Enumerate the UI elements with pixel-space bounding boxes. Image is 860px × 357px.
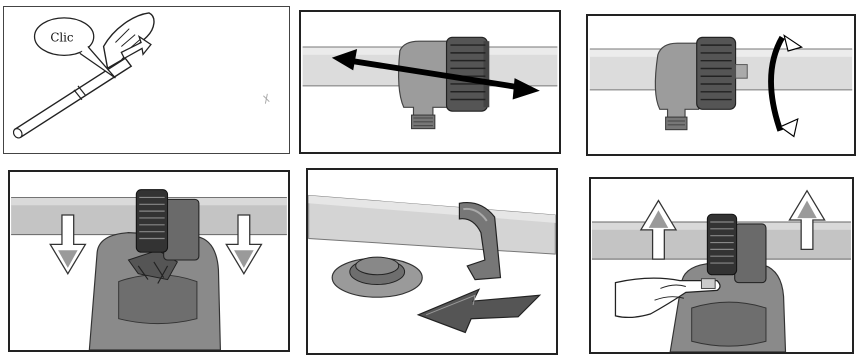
tee-fitting xyxy=(164,199,199,260)
step-1-illustration: Clic xyxy=(4,7,289,153)
pole xyxy=(12,58,131,139)
step-2-panel xyxy=(299,10,561,154)
seal-ring xyxy=(332,257,422,297)
locking-ring xyxy=(136,190,167,253)
step-6-panel xyxy=(589,177,854,354)
pipe xyxy=(309,195,556,254)
tee-fitting xyxy=(655,43,698,129)
clic-label: Clic xyxy=(50,31,74,45)
step-4-illustration xyxy=(10,172,288,350)
locking-ring xyxy=(707,214,736,275)
tee-fitting xyxy=(399,41,449,128)
step-5-illustration xyxy=(308,170,556,353)
step-6-illustration xyxy=(591,179,852,352)
tee-fitting xyxy=(735,224,766,283)
step-5-panel xyxy=(306,168,558,355)
filter-body xyxy=(670,263,785,352)
locking-ring xyxy=(697,37,748,109)
scan-mark xyxy=(263,94,269,104)
step-3-panel xyxy=(586,14,856,156)
step-3-illustration xyxy=(588,16,854,154)
step-4-panel xyxy=(8,170,290,352)
step-1-panel: Clic xyxy=(3,6,290,154)
left-arrow xyxy=(418,289,539,332)
step-2-illustration xyxy=(301,12,559,152)
hand xyxy=(104,13,154,68)
